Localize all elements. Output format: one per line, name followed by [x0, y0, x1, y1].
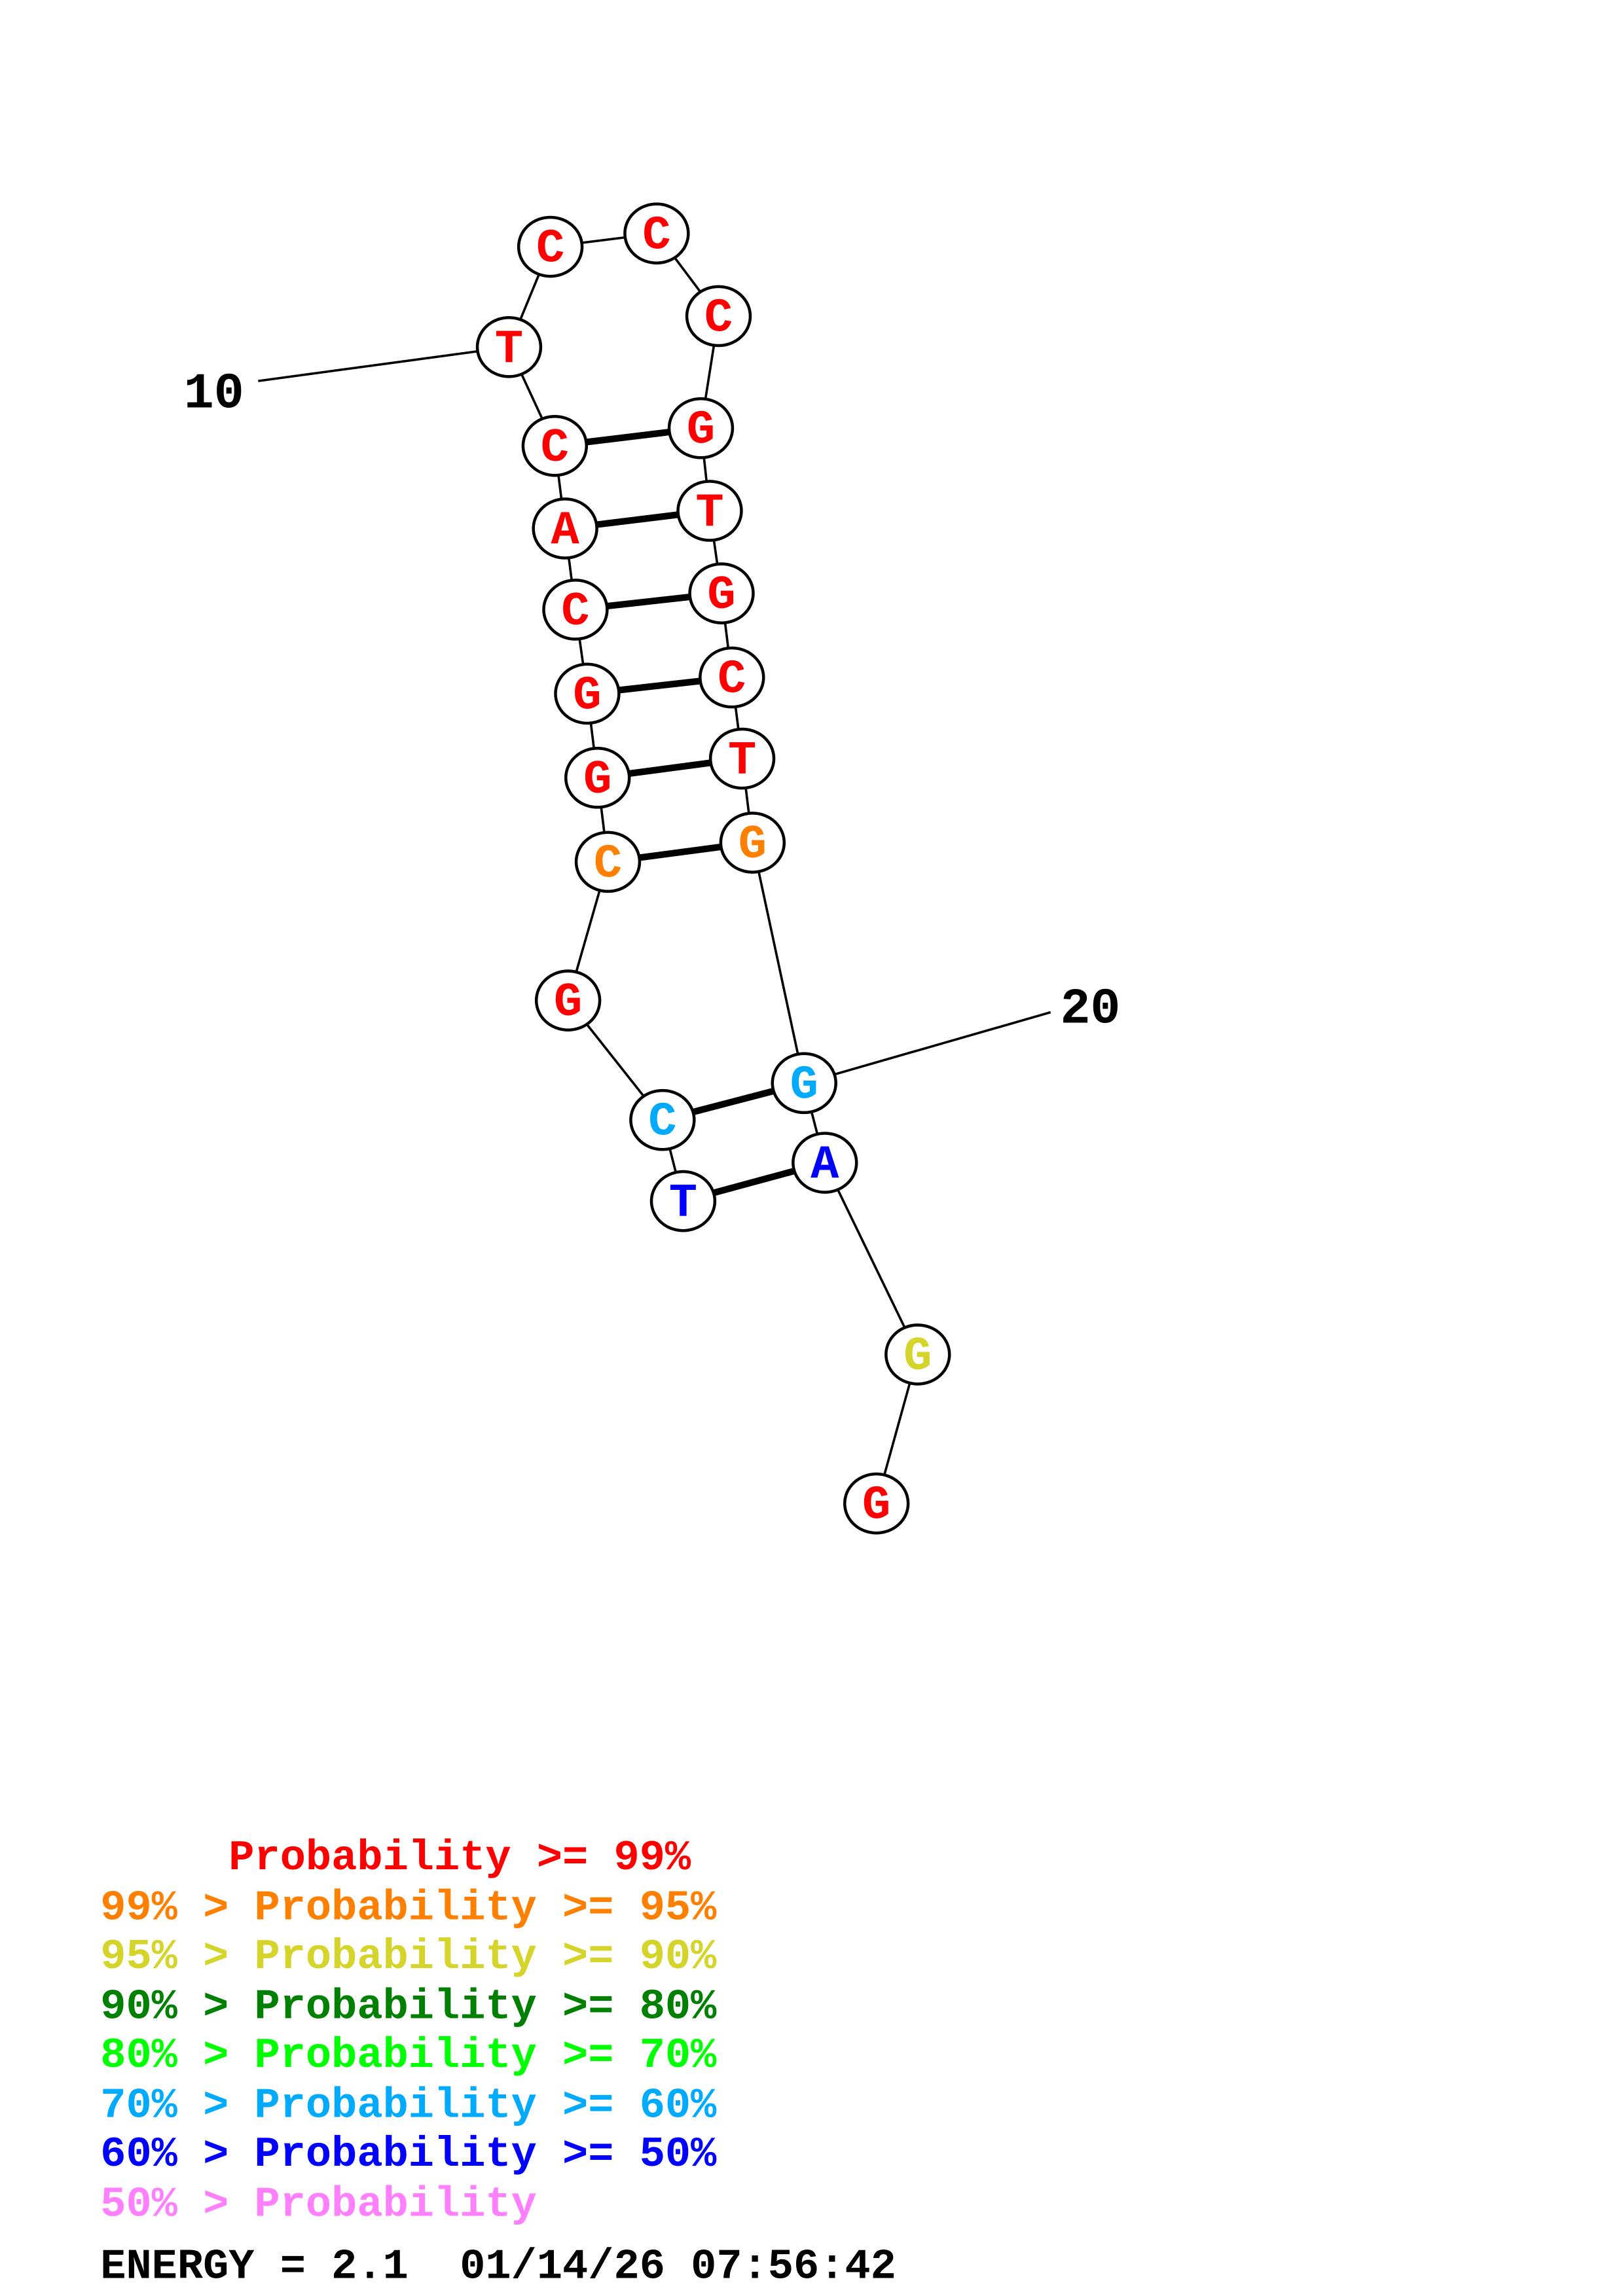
backbone-link — [824, 1162, 919, 1355]
legend-entry: 50% > Probability — [100, 2181, 537, 2229]
nucleotide-letter: C — [541, 422, 569, 475]
nucleotide-circle — [676, 480, 743, 542]
position-label-tick — [258, 346, 509, 382]
nucleotide-letter: C — [648, 1096, 676, 1149]
nucleotide-circle — [564, 747, 631, 809]
nucleotide-letter: G — [903, 1330, 932, 1384]
nucleotide: C — [629, 1088, 696, 1151]
nucleotide-letter: C — [642, 209, 670, 262]
nucleotide: G — [884, 1323, 951, 1386]
legend-entry: 90% > Probability >= 80% — [100, 1983, 717, 2032]
nucleotide-circle — [667, 397, 735, 459]
nucleotide-letter: A — [551, 504, 580, 558]
nucleotide: C — [699, 646, 765, 709]
nucleotide: G — [534, 969, 602, 1031]
nucleotide-circle — [688, 562, 755, 624]
legend-entry: 80% > Probability >= 70% — [100, 2032, 717, 2080]
nucleotide-circle — [792, 1132, 858, 1194]
nucleotide-letter: C — [561, 585, 589, 639]
position-label: 20 — [1060, 981, 1120, 1038]
nucleotide-circle — [475, 315, 543, 378]
nucleotide: G — [771, 1052, 837, 1115]
energy-timestamp: ENERGY = 2.1 01/14/26 07:56:42 — [100, 2242, 896, 2291]
nucleotide: C — [521, 414, 589, 477]
nucleotide: T — [708, 727, 776, 790]
position-labels: 10 20 — [184, 346, 1120, 1085]
nucleotide-circle — [554, 662, 621, 725]
nucleotide-circle — [685, 285, 752, 348]
nucleotide: G — [688, 562, 755, 624]
nucleotide: C — [685, 285, 752, 348]
nucleotide-circle — [649, 1170, 717, 1232]
nucleotide-circle — [623, 202, 690, 265]
nucleotide-letter: T — [495, 323, 523, 376]
nucleotide-letter: T — [669, 1177, 697, 1230]
nucleotide-letter: G — [554, 976, 582, 1030]
legend-entry: 60% > Probability >= 50% — [100, 2130, 717, 2179]
nucleotide: G — [719, 812, 786, 874]
nucleotide-circle — [517, 215, 584, 278]
nucleotide: A — [792, 1132, 858, 1194]
nucleotide: G — [843, 1472, 910, 1535]
nucleotide-letter: A — [811, 1138, 839, 1192]
nucleotide: T — [475, 315, 543, 378]
nucleotide: T — [649, 1170, 717, 1232]
nucleotide-circle — [843, 1472, 910, 1535]
nucleotide-circle — [719, 812, 786, 874]
nucleotide-circle — [884, 1323, 951, 1386]
nucleotide-circle — [629, 1088, 696, 1151]
nucleotide-letter: G — [862, 1479, 890, 1533]
nucleotide-letter: C — [536, 223, 564, 276]
nucleotide: T — [676, 480, 743, 542]
backbone-link — [751, 842, 805, 1084]
nucleotide-letter: G — [707, 569, 735, 622]
nucleotide-letter: G — [687, 404, 715, 457]
legend-entry: Probability >= 99% — [100, 1834, 691, 1882]
nucleotide-circle — [532, 497, 598, 560]
position-label-tick — [803, 1011, 1051, 1085]
probability-legend: Probability >= 99% 99% > Probability >= … — [100, 1834, 896, 2291]
legend-entry: 99% > Probability >= 95% — [100, 1884, 717, 1933]
nucleotide-circle — [771, 1052, 837, 1115]
nucleotide-letter: G — [790, 1058, 818, 1112]
nucleotide-circle — [574, 831, 642, 893]
nucleotide-circle — [534, 969, 602, 1031]
nucleotide-letter: T — [728, 734, 756, 788]
nucleotide-letter: C — [594, 837, 622, 891]
nucleotide: C — [542, 579, 609, 641]
nucleotide-letter: G — [573, 669, 601, 723]
nucleotide: C — [623, 202, 690, 265]
nucleotide-letter: C — [704, 291, 733, 345]
nucleotide-circle — [708, 727, 776, 790]
nucleotide-letter: G — [739, 818, 767, 872]
legend-entry: 95% > Probability >= 90% — [100, 1933, 717, 1981]
nucleotide-circle — [521, 414, 589, 477]
legend-entry: 70% > Probability >= 60% — [100, 2082, 717, 2130]
nucleotide: G — [554, 662, 621, 725]
nucleotide: A — [532, 497, 598, 560]
nucleotide-circle — [542, 579, 609, 641]
nucleotide: G — [564, 747, 631, 809]
position-label: 10 — [184, 367, 244, 423]
nucleotide-letter: T — [695, 486, 723, 540]
nucleotide: C — [517, 215, 584, 278]
nucleotide-letter: C — [718, 653, 746, 707]
nucleotide-letter: G — [583, 753, 611, 807]
nucleotide: C — [574, 831, 642, 893]
nucleotide: G — [667, 397, 735, 459]
nucleotide-circle — [699, 646, 765, 709]
